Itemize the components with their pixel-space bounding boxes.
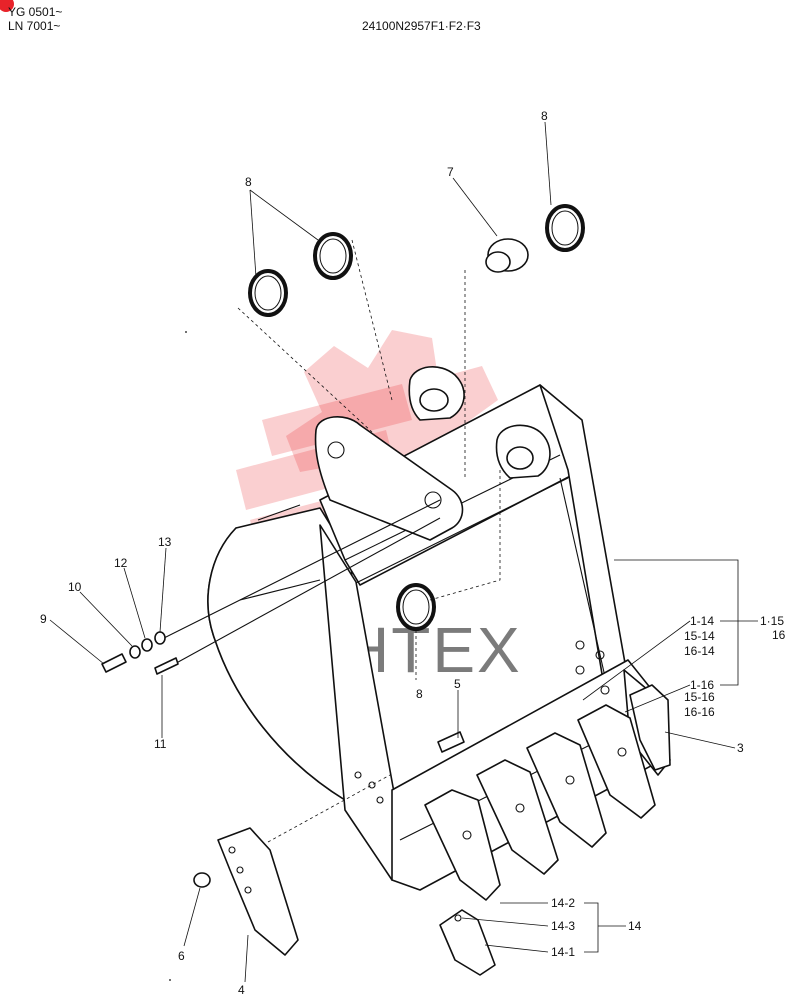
bushing-7 — [485, 238, 529, 273]
callout-12: 12 — [114, 556, 128, 570]
callout-1-15: 1·15 — [760, 614, 784, 628]
callout-8c: 8 — [416, 687, 423, 701]
serial-range-1: YG 0501~ — [8, 5, 62, 19]
callout-4: 4 — [238, 983, 245, 997]
callout-6: 6 — [178, 949, 185, 963]
callout-10: 10 — [68, 580, 82, 594]
bucket-teeth — [424, 684, 671, 901]
callout-5: 5 — [454, 677, 461, 691]
callout-14-2: 14-2 — [551, 896, 575, 910]
callout-15-14: 15-14 — [684, 629, 715, 643]
callout-16-16: 16-16 — [684, 705, 715, 719]
callout-9: 9 — [40, 612, 47, 626]
corner-marker — [0, 0, 14, 12]
side-cutter-4 — [217, 827, 299, 956]
mounting-lugs — [314, 366, 551, 541]
callout-labels: 8 8 8 7 13 12 10 9 11 5 6 4 3 1-14 15-14… — [40, 109, 786, 997]
scan-speck — [169, 979, 171, 981]
side-plate-holes — [354, 640, 610, 804]
callout-11: 11 — [154, 737, 167, 751]
exploded-tooth-14 — [439, 909, 496, 976]
callout-3: 3 — [737, 741, 744, 755]
callout-8a: 8 — [245, 175, 252, 189]
serial-range-2: LN 7001~ — [8, 19, 60, 33]
pin-and-hardware — [101, 499, 465, 888]
callout-13: 13 — [158, 535, 172, 549]
bucket-body — [207, 504, 353, 801]
drawing-number: 24100N2957F1·F2·F3 — [362, 19, 481, 33]
callout-7: 7 — [447, 165, 454, 179]
callout-1-14: 1-14 — [690, 614, 714, 628]
callout-14-1: 14-1 — [551, 945, 575, 959]
bucket-side-plates — [319, 384, 629, 881]
callout-15-16: 15-16 — [684, 690, 715, 704]
callout-1-16: 1-16 — [690, 678, 714, 692]
scan-speck — [185, 331, 187, 333]
callout-14-3: 14-3 — [551, 919, 575, 933]
callout-8b: 8 — [541, 109, 548, 123]
callout-16: 16 — [772, 628, 786, 642]
callout-14: 14 — [628, 919, 642, 933]
o-rings-8 — [248, 204, 585, 631]
callout-16-14: 16-14 — [684, 644, 715, 658]
leader-lines — [49, 121, 758, 983]
